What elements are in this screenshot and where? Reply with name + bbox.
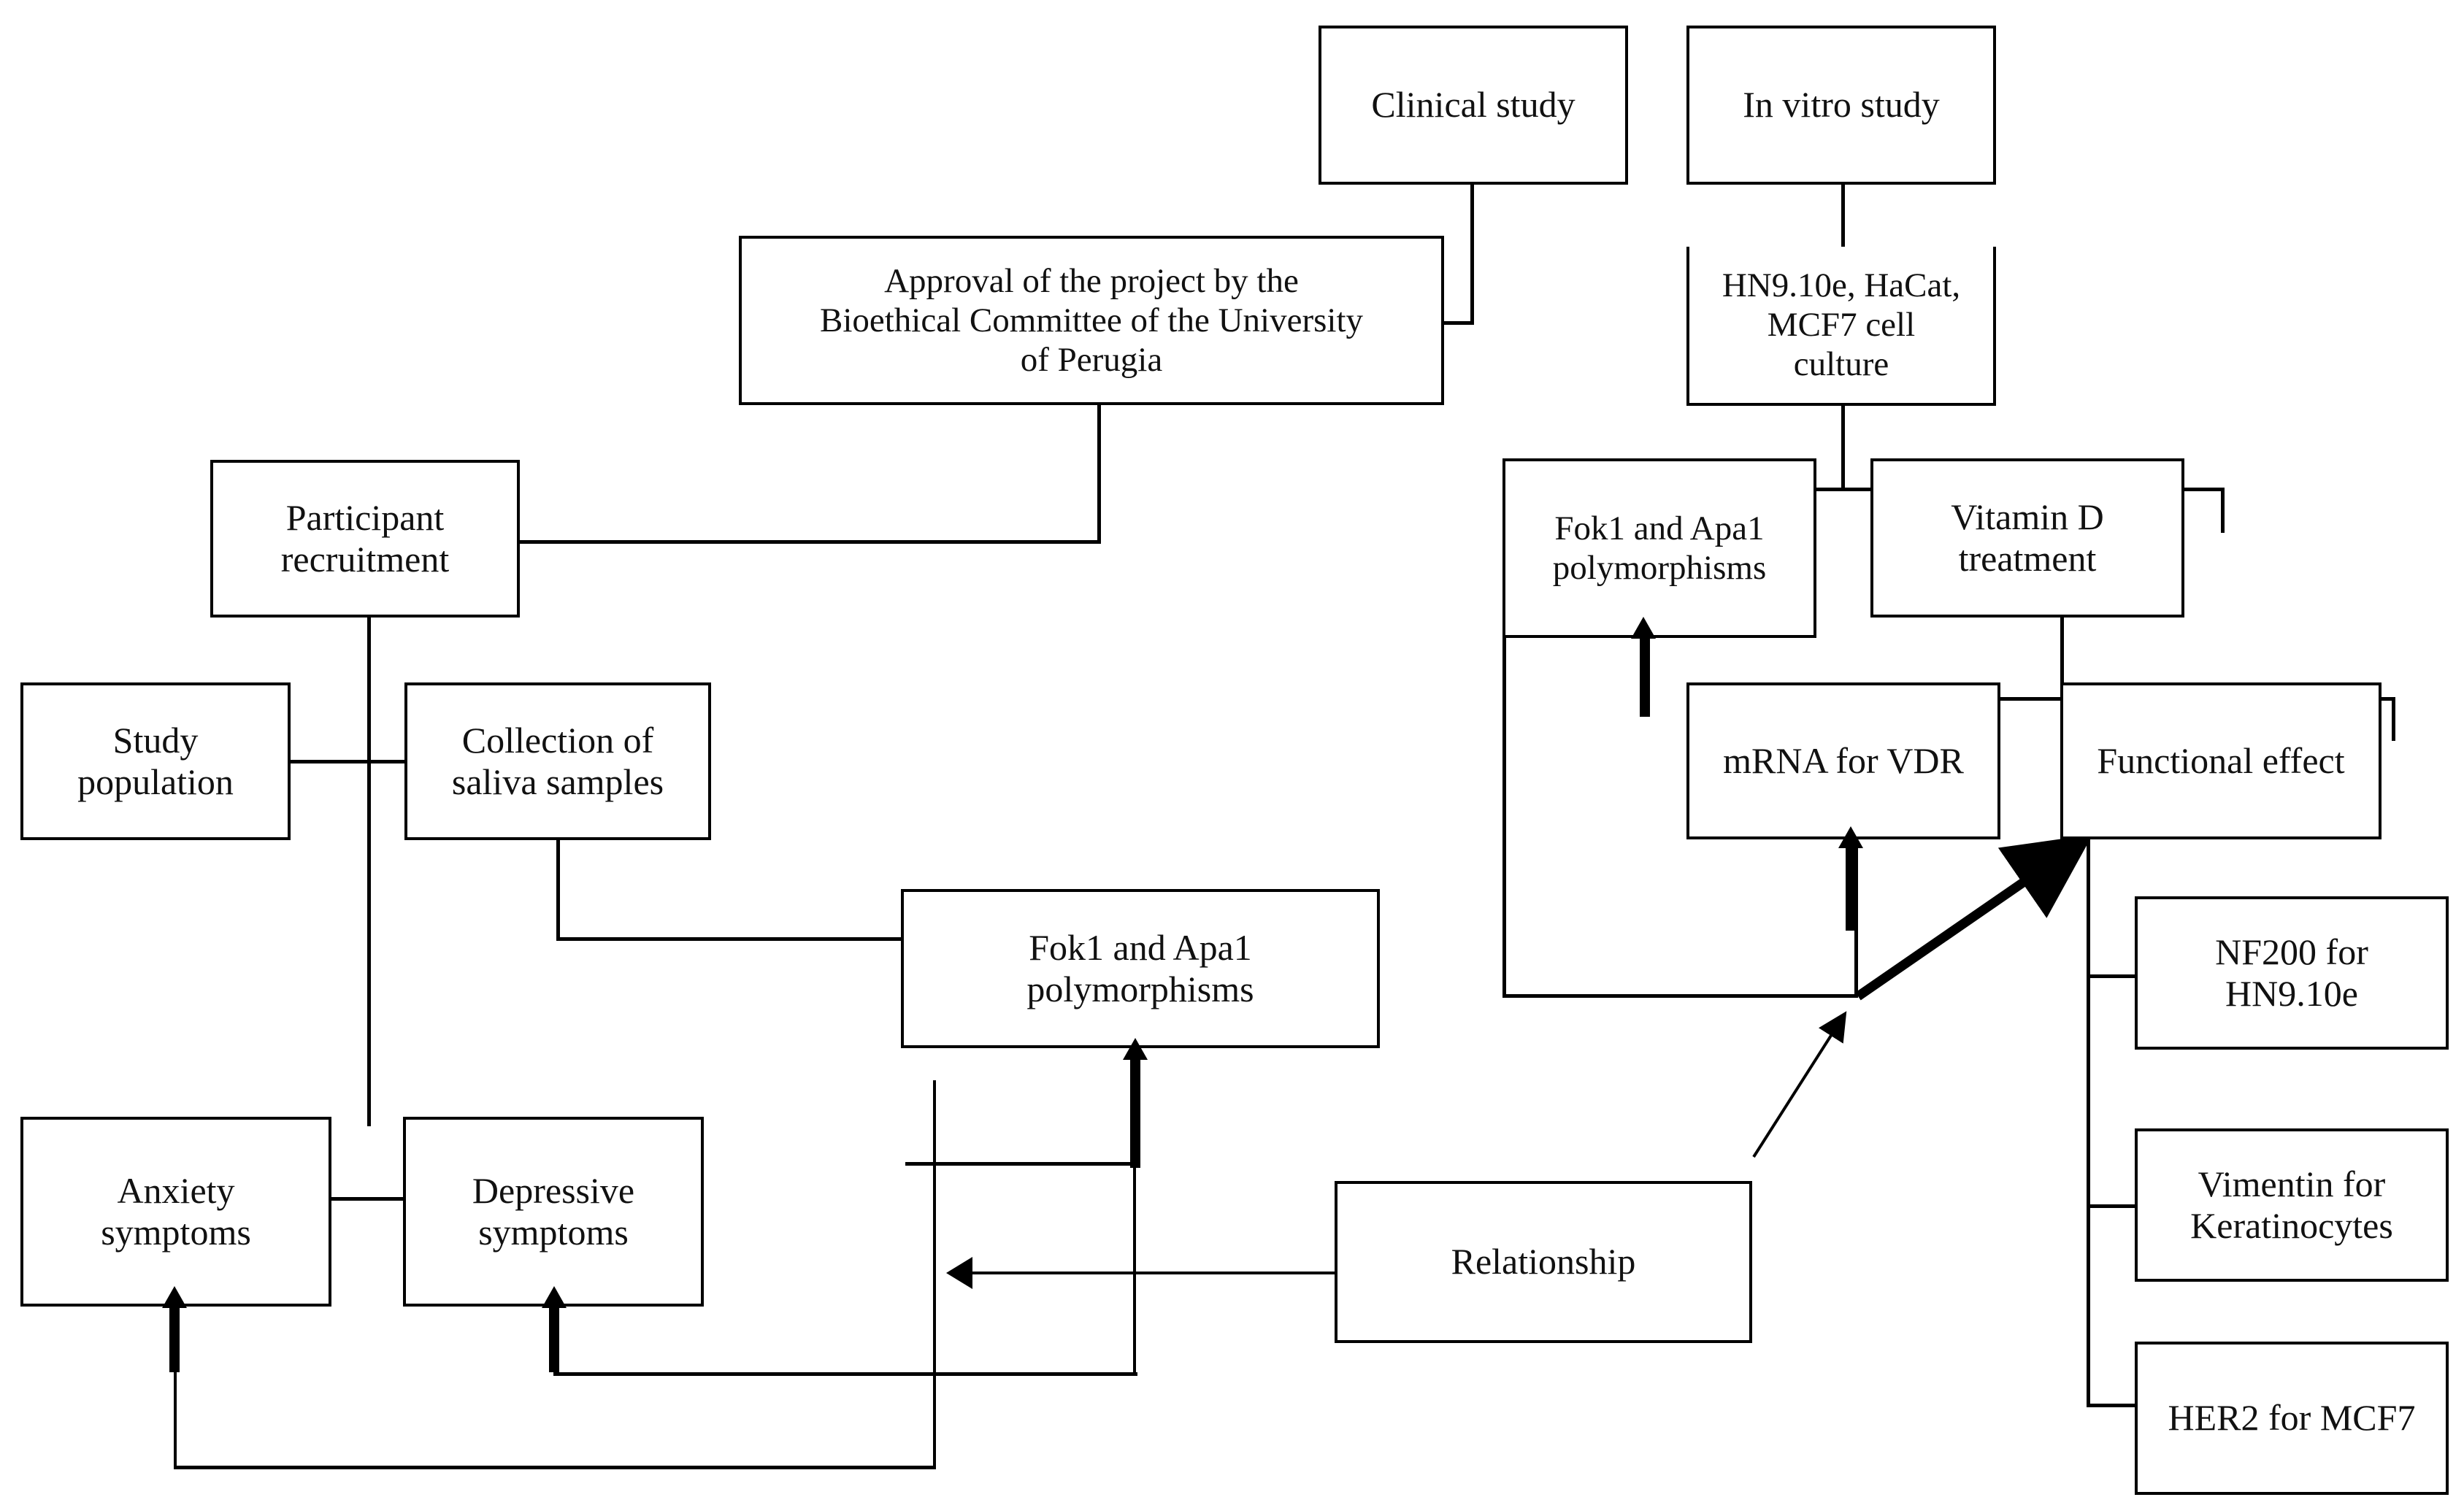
node-mrna-vdr-label: mRNA for VDR bbox=[1723, 739, 1964, 781]
edge-depressive-loop-up bbox=[1133, 1162, 1136, 1375]
node-clinical-study[interactable]: Clinical study bbox=[1319, 26, 1628, 185]
node-depressive[interactable]: Depressive symptoms bbox=[403, 1117, 704, 1307]
node-her2[interactable]: HER2 for MCF7 bbox=[2135, 1342, 2449, 1495]
edge-approval-to-participant-vertical bbox=[1097, 404, 1101, 542]
arrowhead-to-mrna bbox=[1838, 826, 1863, 848]
node-approval[interactable]: Approval of the project by the Bioethica… bbox=[739, 236, 1444, 405]
node-collection-saliva[interactable]: Collection of saliva samples bbox=[404, 682, 711, 840]
node-functional-effect-label: Functional effect bbox=[2097, 739, 2345, 781]
edge-anxiety-loop-vertical bbox=[174, 1307, 177, 1469]
node-fok1-apa1-clinical[interactable]: Fok1 and Apa1 polymorphisms bbox=[901, 889, 1380, 1048]
arrowhead-to-anxiety bbox=[162, 1286, 187, 1308]
node-participant-recruitment[interactable]: Participant recruitment bbox=[210, 460, 520, 618]
node-functional-effect[interactable]: Functional effect bbox=[2060, 682, 2382, 839]
arrowstem-to-fok1-clinical bbox=[1130, 1058, 1140, 1168]
arrowstem-to-anxiety bbox=[169, 1307, 180, 1372]
node-anxiety[interactable]: Anxiety symptoms bbox=[20, 1117, 331, 1307]
node-vitamin-d-treatment[interactable]: Vitamin D treatment bbox=[1870, 458, 2184, 618]
arrowstem-to-fok1-invitro bbox=[1640, 636, 1650, 717]
node-nf200[interactable]: NF200 for HN9.10e bbox=[2135, 896, 2449, 1050]
edge-collection-to-fok1-vertical bbox=[556, 838, 560, 940]
edge-approval-to-participant-horizontal bbox=[517, 540, 1101, 544]
edge-depressive-loop-top bbox=[905, 1162, 1137, 1166]
edge-invitro-to-cellculture bbox=[1841, 182, 1845, 248]
edge-junction-to-mrna-stem bbox=[1854, 847, 1858, 996]
arrowhead-to-depressive bbox=[542, 1286, 567, 1308]
edge-depressive-loop-horizontal bbox=[553, 1372, 1137, 1376]
edge-vitd-to-functional bbox=[2392, 697, 2395, 741]
node-cell-culture[interactable]: HN9.10e, HaCat, MCF7 cell culture bbox=[1686, 247, 1996, 406]
node-depressive-label: Depressive symptoms bbox=[472, 1169, 635, 1253]
node-mrna-vdr[interactable]: mRNA for VDR bbox=[1686, 682, 2000, 839]
arrowstem-to-mrna bbox=[1846, 847, 1856, 931]
node-anxiety-label: Anxiety symptoms bbox=[101, 1169, 251, 1253]
node-vitamin-d-treatment-label: Vitamin D treatment bbox=[1951, 496, 2104, 580]
node-cell-culture-label: HN9.10e, HaCat, MCF7 cell culture bbox=[1722, 266, 1961, 384]
arrowhead-relationship-left bbox=[946, 1257, 972, 1289]
edge-participant-to-symptoms bbox=[330, 1197, 407, 1201]
edge-invitro-junction-left-vertical bbox=[1502, 636, 1506, 998]
node-fok1-apa1-invitro[interactable]: Fok1 and Apa1 polymorphisms bbox=[1502, 458, 1816, 638]
edge-anxiety-loop-up bbox=[933, 1080, 936, 1469]
edge-vitd-trunk bbox=[2060, 615, 2064, 699]
node-relationship-label: Relationship bbox=[1451, 1241, 1636, 1282]
edge-junction-to-functional-diagonal bbox=[1855, 834, 2093, 1001]
node-fok1-apa1-clinical-label: Fok1 and Apa1 polymorphisms bbox=[1026, 926, 1254, 1010]
edge-relationship-to-left bbox=[971, 1272, 1336, 1274]
edge-clinical-to-approval-vertical bbox=[1470, 182, 1474, 325]
edge-functional-to-nf200 bbox=[2087, 974, 2136, 978]
node-in-vitro-study-label: In vitro study bbox=[1743, 84, 1940, 126]
edge-functional-to-her2 bbox=[2087, 1404, 2136, 1407]
edge-relationship-to-junction-diagonal bbox=[1752, 1011, 1847, 1158]
node-in-vitro-study[interactable]: In vitro study bbox=[1686, 26, 1996, 185]
node-clinical-study-label: Clinical study bbox=[1371, 84, 1575, 126]
node-collection-saliva-label: Collection of saliva samples bbox=[451, 719, 664, 803]
node-vimentin-label: Vimentin for Keratinocytes bbox=[2190, 1163, 2393, 1247]
edge-participant-to-collection bbox=[367, 760, 406, 763]
edge-participant-trunk bbox=[367, 615, 371, 1126]
node-vimentin[interactable]: Vimentin for Keratinocytes bbox=[2135, 1128, 2449, 1282]
node-relationship[interactable]: Relationship bbox=[1335, 1181, 1752, 1343]
arrowhead-to-fok1-clinical bbox=[1123, 1038, 1148, 1060]
edge-cellculture-trunk bbox=[1841, 403, 1845, 491]
edge-functional-trunk bbox=[2087, 838, 2090, 1407]
edge-clinical-to-approval-horizontal bbox=[1437, 321, 1473, 325]
node-nf200-label: NF200 for HN9.10e bbox=[2215, 931, 2368, 1015]
node-study-population[interactable]: Study population bbox=[20, 682, 291, 840]
node-fok1-apa1-invitro-label: Fok1 and Apa1 polymorphisms bbox=[1552, 509, 1767, 587]
arrowhead-to-fok1-invitro bbox=[1631, 617, 1656, 639]
arrowstem-to-depressive bbox=[549, 1307, 559, 1372]
edge-collection-to-fok1-horizontal bbox=[556, 937, 912, 941]
edge-participant-to-studypop bbox=[289, 760, 406, 763]
edge-invitro-junction-horizontal bbox=[1502, 994, 1858, 998]
node-participant-recruitment-label: Participant recruitment bbox=[280, 496, 450, 580]
edge-anxiety-loop-horizontal bbox=[174, 1466, 936, 1469]
node-her2-label: HER2 for MCF7 bbox=[2168, 1397, 2416, 1439]
edge-functional-to-vimentin bbox=[2087, 1204, 2136, 1208]
node-approval-label: Approval of the project by the Bioethica… bbox=[819, 261, 1363, 380]
edge-cellculture-to-vitd bbox=[2221, 488, 2225, 533]
node-study-population-label: Study population bbox=[77, 719, 234, 803]
